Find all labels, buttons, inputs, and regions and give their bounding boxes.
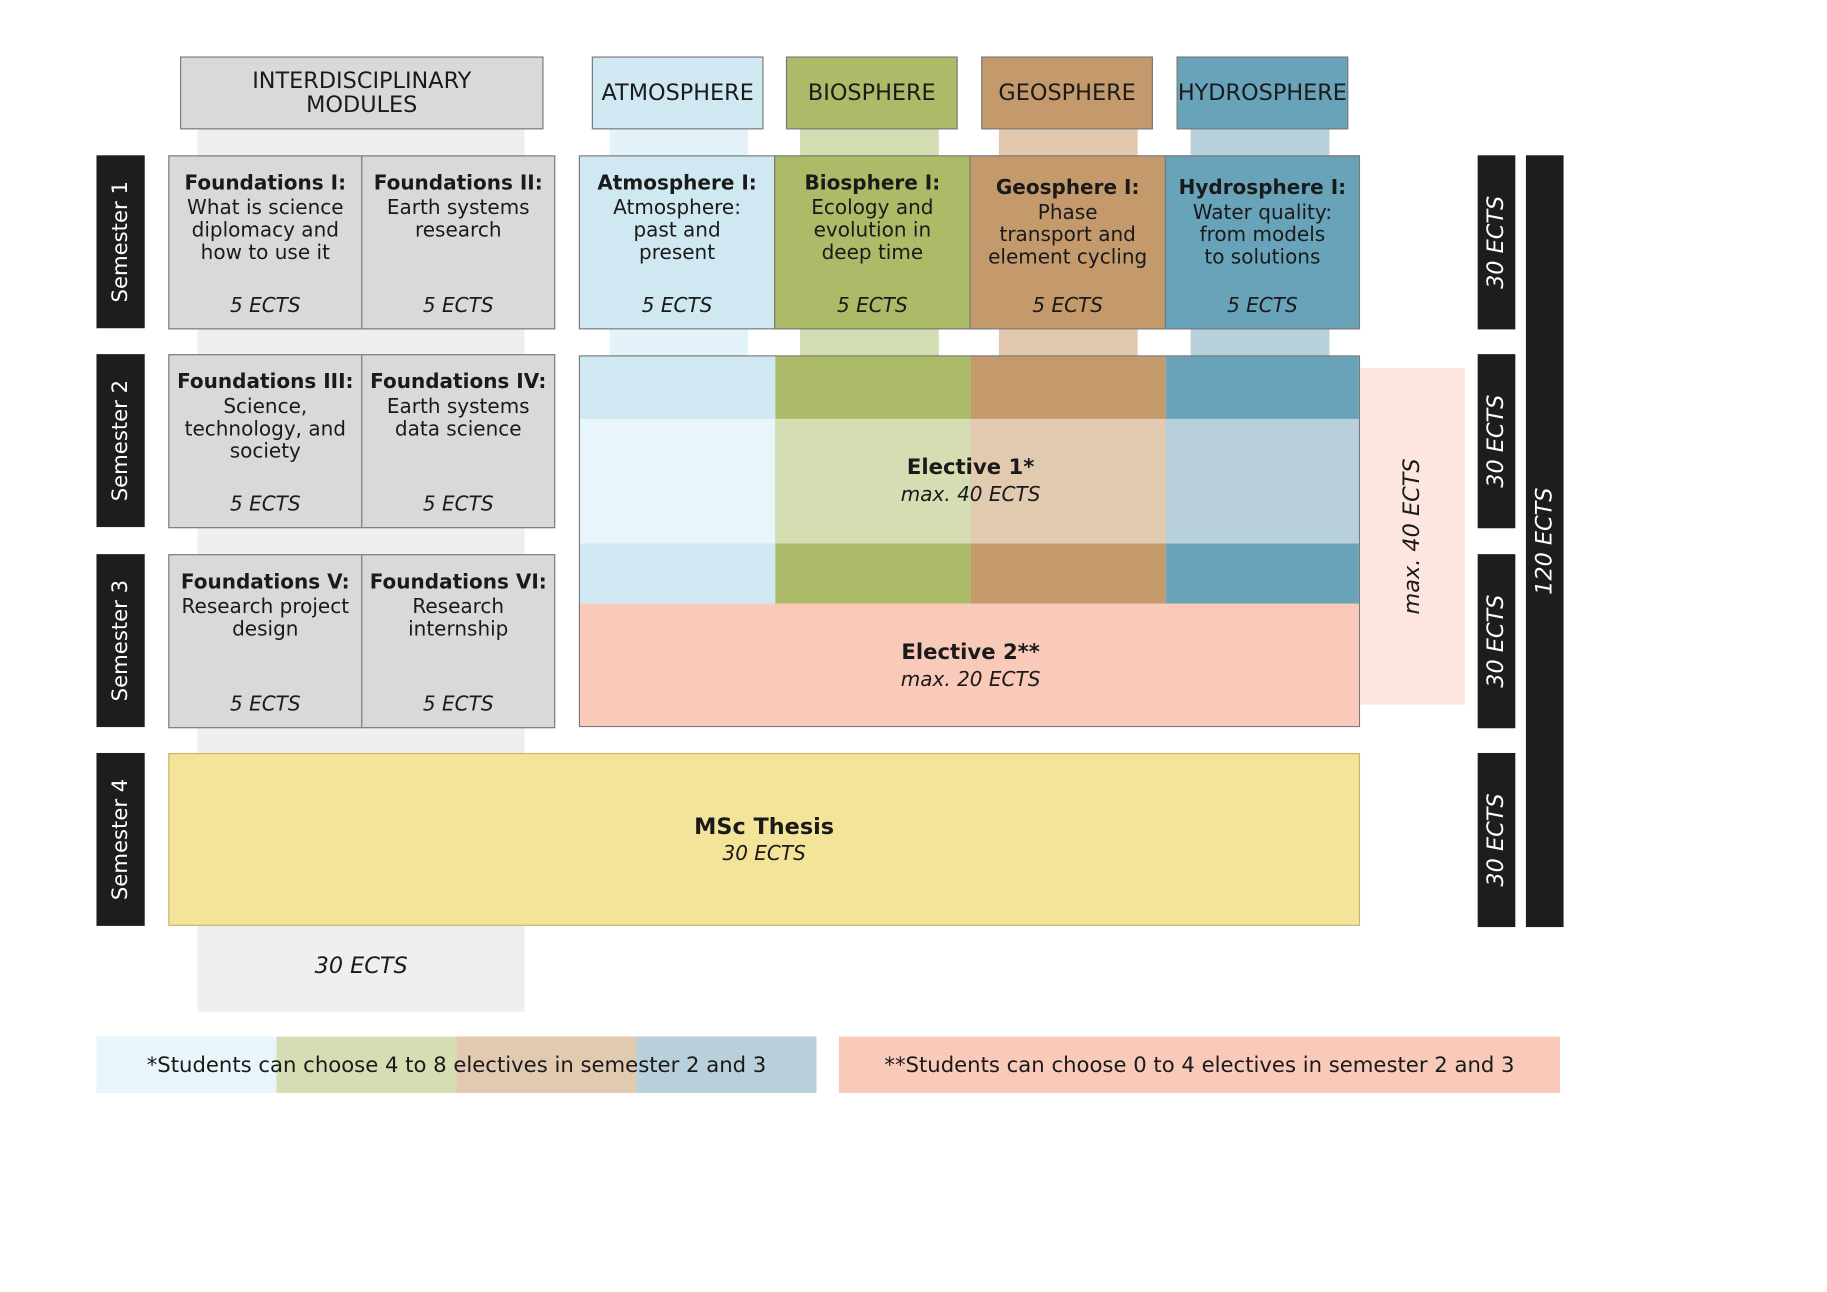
module-title: Foundations VI: bbox=[369, 570, 547, 595]
msc-thesis-title: MSc Thesis bbox=[694, 813, 835, 840]
semester-label-2: Semester 2 bbox=[96, 354, 145, 528]
elective1-atmosphere-light bbox=[580, 418, 776, 544]
elective1-geosphere-light bbox=[970, 418, 1166, 544]
total-ects-bar: 120 ECTS bbox=[1525, 155, 1564, 928]
module-title: Hydrosphere I: bbox=[1178, 176, 1347, 201]
module-ects: 5 ECTS bbox=[229, 492, 301, 517]
module-title: Biosphere I: bbox=[804, 171, 941, 196]
semester-2-ects: 30 ECTS bbox=[1477, 354, 1516, 529]
interdisciplinary-total-ects: 30 ECTS bbox=[314, 952, 408, 979]
footnote-elective1-text: *Students can choose 4 to 8 electives in… bbox=[146, 1052, 767, 1078]
header-biosphere: BIOSPHERE bbox=[785, 56, 958, 130]
module-title: Foundations II: bbox=[373, 171, 543, 196]
module-ects: 5 ECTS bbox=[641, 294, 713, 318]
elective-max-bar: max. 40 ECTS bbox=[1360, 368, 1465, 705]
module-ects: 5 ECTS bbox=[837, 294, 908, 318]
module-ects: 5 ECTS bbox=[422, 294, 494, 318]
footnote-elective2-text: **Students can choose 0 to 4 electives i… bbox=[884, 1052, 1515, 1078]
module-foundations-6: Foundations VI: Research internship 5 EC… bbox=[361, 554, 556, 729]
module-ects: 5 ECTS bbox=[1032, 294, 1103, 318]
module-foundations-4: Foundations IV: Earth systems data scien… bbox=[361, 354, 556, 529]
module-ects: 5 ECTS bbox=[422, 692, 494, 717]
module-description: Phase transport and element cycling bbox=[988, 201, 1148, 270]
module-biosphere-1: Biosphere I: Ecology and evolution in de… bbox=[774, 155, 971, 330]
module-title: Foundations I: bbox=[184, 171, 347, 196]
header-hydrosphere: HYDROSPHERE bbox=[1176, 56, 1349, 130]
elective1-ects: max. 40 ECTS bbox=[900, 483, 1041, 508]
module-description: Science, technology, and society bbox=[184, 395, 347, 464]
module-ects: 5 ECTS bbox=[229, 294, 301, 318]
semester-label-4: Semester 4 bbox=[96, 752, 145, 926]
module-title: Foundations III: bbox=[177, 370, 354, 395]
semester-4-ects: 30 ECTS bbox=[1477, 752, 1516, 928]
msc-thesis-ects: 30 ECTS bbox=[722, 841, 806, 866]
msc-thesis-box: MSc Thesis 30 ECTS bbox=[168, 752, 1361, 926]
module-description: Research internship bbox=[408, 595, 509, 642]
semester-1-ects: 30 ECTS bbox=[1477, 155, 1516, 330]
elective1-title: Elective 1* bbox=[906, 455, 1035, 481]
elective-max-label: max. 40 ECTS bbox=[1399, 458, 1426, 615]
module-ects: 5 ECTS bbox=[1227, 294, 1298, 318]
elective2-title: Elective 2** bbox=[901, 640, 1040, 665]
semester-3-ects: 30 ECTS bbox=[1477, 554, 1516, 729]
module-foundations-3: Foundations III: Science, technology, an… bbox=[168, 354, 363, 529]
module-foundations-1: Foundations I: What is science diplomacy… bbox=[168, 155, 363, 330]
elective2-ects: max. 20 ECTS bbox=[900, 668, 1041, 692]
module-description: Ecology and evolution in deep time bbox=[811, 196, 934, 265]
module-description: Atmosphere: past and present bbox=[613, 196, 741, 265]
header-atmosphere: ATMOSPHERE bbox=[591, 56, 764, 130]
elective1-label: Elective 1* max. 40 ECTS bbox=[775, 419, 1166, 544]
module-ects: 5 ECTS bbox=[422, 492, 494, 517]
module-title: Geosphere I: bbox=[995, 176, 1140, 201]
elective1-biosphere-light bbox=[775, 418, 971, 544]
semester-label-3: Semester 3 bbox=[96, 554, 145, 728]
module-description: Water quality: from models to solutions bbox=[1192, 201, 1332, 270]
module-description: What is science diplomacy and how to use… bbox=[187, 196, 344, 265]
elective1-hydrosphere-light bbox=[1165, 418, 1359, 544]
header-interdisciplinary-modules: INTERDISCIPLINARY MODULES bbox=[180, 56, 544, 130]
module-title: Foundations IV: bbox=[370, 370, 547, 395]
module-description: Earth systems data science bbox=[386, 395, 530, 442]
module-foundations-2: Foundations II: Earth systems research 5… bbox=[361, 155, 556, 330]
module-foundations-5: Foundations V: Research project design 5… bbox=[168, 554, 363, 729]
module-atmosphere-1: Atmosphere I: Atmosphere: past and prese… bbox=[578, 155, 776, 330]
module-description: Research project design bbox=[181, 595, 350, 642]
header-geosphere: GEOSPHERE bbox=[981, 56, 1153, 130]
footnote-elective1: *Students can choose 4 to 8 electives in… bbox=[96, 1036, 817, 1093]
module-hydrosphere-1: Hydrosphere I: Water quality: from model… bbox=[1164, 155, 1361, 330]
module-title: Foundations V: bbox=[180, 570, 350, 595]
footnote-elective2: **Students can choose 0 to 4 electives i… bbox=[838, 1036, 1561, 1093]
module-geosphere-1: Geosphere I: Phase transport and element… bbox=[969, 155, 1166, 330]
module-description: Earth systems research bbox=[386, 196, 530, 243]
electives-block: Elective 1* max. 40 ECTS Elective 2** ma… bbox=[578, 355, 1361, 728]
module-title: Atmosphere I: bbox=[597, 171, 757, 196]
module-ects: 5 ECTS bbox=[229, 692, 301, 717]
semester-label-1: Semester 1 bbox=[96, 155, 145, 329]
elective2-box: Elective 2** max. 20 ECTS bbox=[580, 603, 1359, 726]
